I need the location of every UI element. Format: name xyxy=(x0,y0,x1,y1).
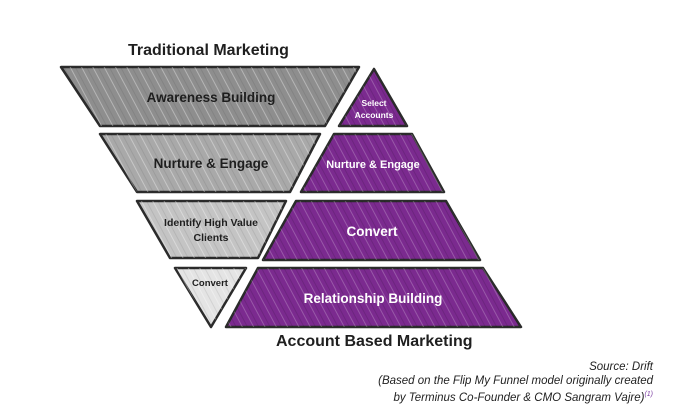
funnel-awareness-segment xyxy=(59,65,361,128)
funnel-nurture-label: Nurture & Engage xyxy=(154,156,269,171)
pyramid-convert-label: Convert xyxy=(346,224,398,239)
funnel-nurture-segment xyxy=(98,132,322,194)
funnel-identify-segment xyxy=(135,199,288,260)
abm-title: Account Based Marketing xyxy=(276,333,473,350)
funnel-convert-segment xyxy=(173,266,248,329)
pyramid-convert-segment xyxy=(261,199,482,262)
pyramid-nurture-segment xyxy=(299,132,446,194)
funnel-convert-label: Convert xyxy=(192,278,229,289)
source-footnote: (1) xyxy=(644,391,653,398)
funnel-identify-label-line2: Clients xyxy=(193,232,228,244)
pyramid-nurture-label: Nurture & Engage xyxy=(326,159,420,171)
pyramid-select-accounts-segment xyxy=(337,67,409,128)
source-note: Source: Drift (Based on the Flip My Funn… xyxy=(378,360,653,405)
funnel-awareness-label: Awareness Building xyxy=(147,90,276,105)
pyramid-relationship-segment xyxy=(224,266,523,329)
pyramid-select-label-line1: Select xyxy=(361,98,386,108)
pyramid-relationship-label: Relationship Building xyxy=(304,291,443,306)
source-line-2: (Based on the Flip My Funnel model origi… xyxy=(378,375,653,387)
source-line-3: by Terminus Co-Founder & CMO Sangram Vaj… xyxy=(378,388,653,405)
source-line-1: Source: Drift xyxy=(589,361,653,373)
funnel-identify-label-line1: Identify High Value xyxy=(164,217,258,229)
traditional-marketing-title: Traditional Marketing xyxy=(128,42,289,59)
pyramid-select-label-line2: Accounts xyxy=(355,110,394,120)
source-line-3-text: by Terminus Co-Founder & CMO Sangram Vaj… xyxy=(393,391,645,404)
